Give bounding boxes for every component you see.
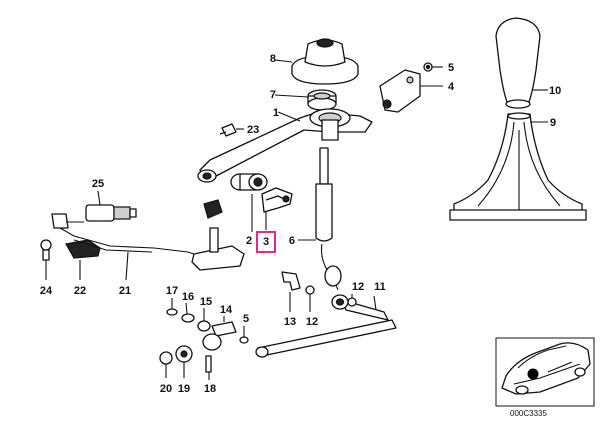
part-15-ring[interactable] — [197, 320, 211, 332]
part-10-gear-knob[interactable] — [495, 17, 541, 109]
part-7-bearing-ring[interactable] — [307, 89, 337, 111]
part-14-pin[interactable] — [211, 321, 237, 337]
part-labels: 8 7 1 5 4 23 10 9 25 2 3 6 24 22 21 17 1… — [40, 53, 561, 395]
label-17[interactable]: 17 — [166, 285, 178, 297]
label-5[interactable]: 5 — [448, 62, 454, 74]
label-11[interactable]: 11 — [374, 281, 386, 293]
label-22[interactable]: 22 — [74, 285, 86, 297]
part-17-washer[interactable] — [166, 308, 178, 316]
label-18[interactable]: 18 — [204, 383, 216, 395]
label-13[interactable]: 13 — [284, 316, 296, 328]
part-1-shift-lever[interactable] — [197, 108, 373, 183]
car-location-inset — [495, 337, 595, 407]
part-23-clip[interactable] — [219, 123, 237, 137]
highlight-box-part-3 — [256, 231, 276, 253]
part-8-rubber-boot[interactable] — [291, 38, 359, 85]
label-12b[interactable]: 12 — [306, 316, 318, 328]
part-21-wiring-harness[interactable] — [51, 213, 206, 259]
label-2[interactable]: 2 — [246, 235, 252, 247]
label-20[interactable]: 20 — [160, 383, 172, 395]
label-25[interactable]: 25 — [92, 178, 104, 190]
part-3-retaining-clip[interactable] — [261, 187, 293, 213]
selector-plate[interactable] — [191, 199, 245, 271]
part-18-pin[interactable] — [202, 333, 222, 373]
part-13-bracket-clip[interactable] — [281, 271, 301, 291]
label-12a[interactable]: 12 — [352, 281, 364, 293]
part-22-connector[interactable] — [65, 239, 101, 259]
label-16[interactable]: 16 — [182, 291, 194, 303]
part-12-washer[interactable] — [305, 285, 357, 307]
part-16-washer[interactable] — [181, 313, 195, 323]
part-2-bushing[interactable] — [230, 173, 268, 191]
part-19-bushing[interactable] — [175, 345, 193, 363]
label-8[interactable]: 8 — [270, 53, 276, 65]
part-4-bracket[interactable] — [379, 69, 421, 113]
part-5-nut[interactable] — [423, 62, 433, 72]
part-6-shift-rod[interactable] — [315, 147, 342, 291]
label-6[interactable]: 6 — [289, 235, 295, 247]
label-10[interactable]: 10 — [549, 85, 561, 97]
label-7[interactable]: 7 — [270, 89, 276, 101]
label-1[interactable]: 1 — [273, 107, 279, 119]
label-23[interactable]: 23 — [247, 124, 259, 136]
label-5b[interactable]: 5 — [243, 313, 249, 325]
part-9-shift-boot[interactable] — [449, 112, 587, 221]
label-24[interactable]: 24 — [40, 285, 53, 297]
label-14[interactable]: 14 — [220, 304, 233, 316]
label-21[interactable]: 21 — [119, 285, 131, 297]
small-washer-right[interactable] — [239, 336, 249, 344]
label-15[interactable]: 15 — [200, 296, 212, 308]
label-4[interactable]: 4 — [448, 81, 455, 93]
label-19[interactable]: 19 — [178, 383, 190, 395]
part-20-cap[interactable] — [159, 351, 173, 365]
part-24-screw[interactable] — [40, 239, 52, 261]
location-marker-dot — [527, 368, 539, 380]
part-25-reverse-light-switch[interactable] — [85, 204, 137, 222]
label-3[interactable]: 3 — [263, 236, 269, 248]
label-9[interactable]: 9 — [550, 117, 556, 129]
drawing-number: 000C3335 — [510, 409, 547, 418]
